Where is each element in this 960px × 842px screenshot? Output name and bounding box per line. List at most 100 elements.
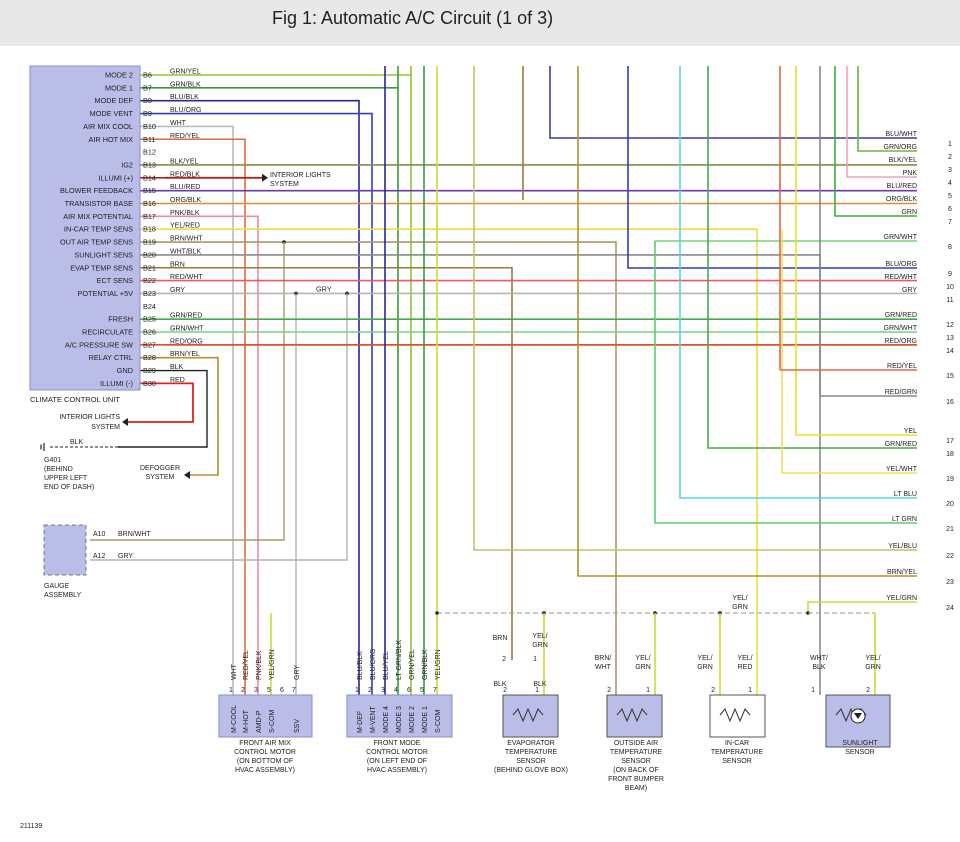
sensor-wire-label: BLK (812, 664, 826, 671)
motor-terminal: AMD-P (256, 710, 263, 733)
terminal-number: 23 (946, 579, 954, 586)
sensor-wire-label: YEL/ (635, 655, 650, 662)
terminal-wire-label: YEL (904, 428, 917, 435)
figure-header: Fig 1: Automatic A/C Circuit (1 of 3) (0, 0, 960, 46)
gauge-pin: A10 (93, 531, 106, 538)
terminal-number: 22 (946, 553, 954, 560)
ccu-pin-number: B28 (143, 353, 156, 362)
motor-wire-label: GRY (294, 665, 301, 680)
ground-label: G401 (44, 457, 61, 464)
sensor-wire-label: RED (738, 664, 753, 671)
sensor-wire-label: GRN (697, 664, 713, 671)
bus-label: YEL/ (732, 595, 747, 602)
air-mix-motor-label: HVAC ASSEMBLY) (235, 767, 295, 774)
interior-lights-label: SYSTEM (270, 181, 299, 188)
ccu-pin-number: B19 (143, 238, 156, 247)
wire-incar-temp (165, 228, 758, 695)
resistor-symbol (835, 707, 867, 723)
wire-relay-ctrl (140, 356, 219, 476)
sensor-pin: 2 (503, 687, 507, 694)
ccu-pin-name: MODE DEF (94, 96, 133, 105)
sensor-wire-label: GRN (532, 642, 548, 649)
motor-wire-label: YEL/GRN (269, 649, 276, 680)
sensor-label: SENSOR (722, 758, 752, 765)
ccu-pin-name: TRANSISTOR BASE (65, 199, 134, 208)
ccu-pin-name: AIR MIX COOL (83, 122, 133, 131)
terminal-wire-label: GRN/WHT (884, 234, 918, 241)
ccu-pin-number: B27 (143, 340, 156, 349)
motor-pin: 6 (280, 687, 284, 694)
sensor-label: FRONT BUMPER (608, 776, 664, 783)
sensor-wire-label: BLK (533, 681, 547, 688)
air-mix-motor-label: (ON BOTTOM OF (237, 758, 293, 765)
arrow-head (122, 418, 128, 426)
motor-pin: 5 (267, 687, 271, 694)
terminal-number: 21 (946, 526, 954, 533)
ccu-wire-label: BRN/WHT (170, 236, 203, 243)
wire-air-hot-mix (165, 138, 246, 695)
interior-lights-label: INTERIOR LIGHTS (59, 414, 120, 421)
ccu-pin-name: MODE 1 (105, 83, 133, 92)
gauge-wire-label: BRN/WHT (118, 531, 151, 538)
ccu-wire-label: RED/YEL (170, 133, 200, 140)
ccu-pin-number: B26 (143, 328, 156, 337)
ccu-pin-number: B25 (143, 315, 156, 324)
ccu-wire-label: YEL/RED (170, 223, 200, 230)
ccu-pin-number: B10 (143, 122, 156, 131)
terminal-number: 9 (948, 271, 952, 278)
sensor-label: TEMPERATURE (505, 749, 558, 756)
ccu-pin-name: GND (117, 366, 133, 375)
motor-wire-label: GRN/YEL (409, 649, 416, 680)
motor-wire-label: WHT (231, 663, 238, 680)
sensor-label: IN-CAR (725, 740, 749, 747)
ccu-pin-number: B11 (143, 135, 155, 144)
mode-motor-label: (ON LEFT END OF (367, 758, 427, 765)
wire-gnd (118, 369, 208, 448)
ccu-pin-number: B13 (143, 160, 156, 169)
motor-pin: 4 (394, 687, 398, 694)
terminal-number: 2 (948, 154, 952, 161)
sensor-wire-label: YEL/ (532, 633, 547, 640)
ccu-pin-name: IG2 (121, 160, 133, 169)
motor-terminal: MODE 1 (422, 706, 429, 733)
motor-terminal: MODE 3 (396, 706, 403, 733)
ccu-wire-label: WHT (170, 120, 187, 127)
terminal-wire-label: YEL/BLU (888, 543, 917, 550)
mode-motor-box (346, 694, 453, 738)
motor-terminal: S-COM (435, 710, 442, 734)
terminal-wire-label: BRN/YEL (887, 569, 917, 576)
motor-pin: 6 (407, 687, 411, 694)
motor-terminal: S-COM (269, 710, 276, 734)
terminal-number: 14 (946, 348, 954, 355)
motor-wire-label: BLU/YEL (383, 651, 390, 680)
ccu-wire-label: GRN/WHT (170, 326, 204, 333)
terminal-wire-label: GRN/RED (885, 441, 917, 448)
terminal-wire-label: BLU/WHT (886, 131, 918, 138)
ccu-pin-number: B29 (143, 366, 156, 375)
wire-to-t16 (819, 66, 917, 397)
wire-mode2 (165, 74, 412, 695)
terminal-wire-label: RED/WHT (884, 274, 917, 281)
terminal-wire-label: RED/GRN (885, 389, 917, 396)
ccu-pin-name: AIR MIX POTENTIAL (63, 212, 133, 221)
ccu-pin-number: B23 (143, 289, 156, 298)
wire-to-t22 (473, 66, 917, 551)
sensor-label: OUTSIDE AIR (614, 740, 658, 747)
wire-to-t4 (846, 66, 917, 178)
motor-terminal: M-COOL (231, 705, 238, 733)
wire-to-t1 (549, 66, 917, 139)
gry-label: GRY (316, 284, 332, 293)
sensor-pin: 2 (866, 687, 870, 694)
motor-pin: 7 (433, 687, 437, 694)
terminal-wire-label: RED/YEL (887, 363, 917, 370)
air-mix-motor-box (218, 694, 313, 738)
ccu-pin-number: B22 (143, 276, 156, 285)
wire-to-t7 (834, 66, 917, 217)
ccu-pin-number: B9 (143, 109, 152, 118)
motor-pin: 2 (241, 687, 245, 694)
terminal-wire-label: BLU/RED (887, 183, 917, 190)
terminal-number: 17 (946, 438, 954, 445)
terminal-wire-label: RED/ORG (884, 338, 917, 345)
sensor-label: (BEHIND GLOVE BOX) (494, 767, 568, 774)
